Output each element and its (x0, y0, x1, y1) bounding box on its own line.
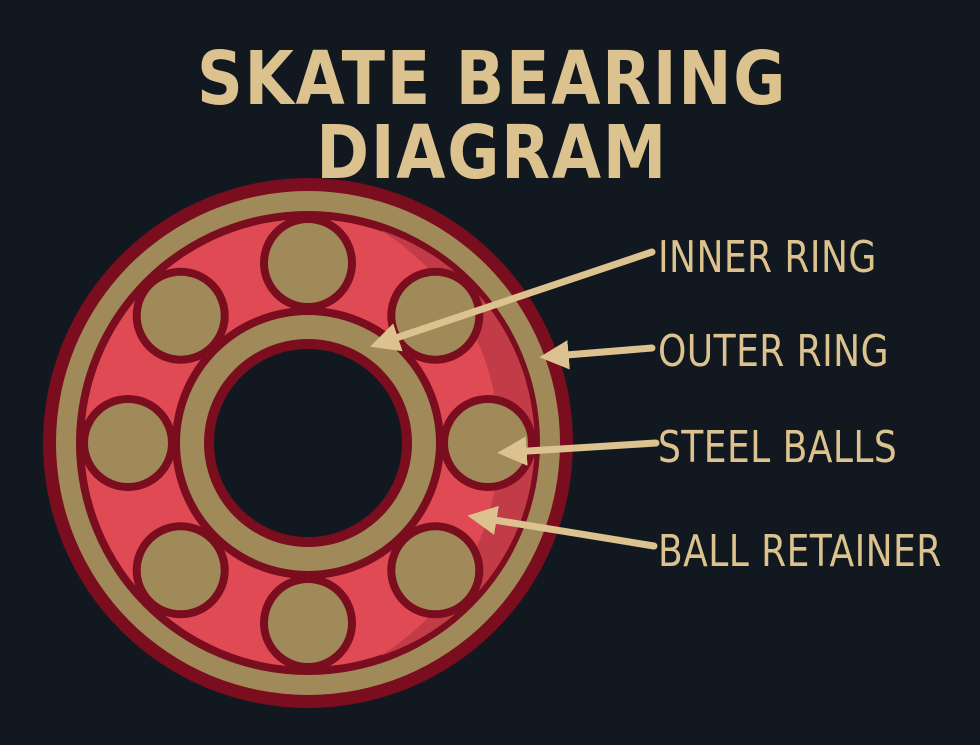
steel-ball (260, 215, 356, 311)
arrow-steel-balls (497, 436, 660, 466)
steel-ball (132, 522, 229, 619)
steel-balls (80, 215, 536, 671)
label-inner-ring: INNER RING (658, 232, 877, 283)
ball-retainer-shadow (380, 230, 535, 656)
arrow-ball-retainer (467, 505, 658, 550)
arrow-outer-ring (539, 340, 656, 370)
arrow-inner-ring (370, 248, 656, 352)
steel-ball (260, 575, 356, 671)
steel-ball (132, 267, 229, 364)
steel-ball (80, 395, 176, 491)
label-steel-balls: STEEL BALLS (658, 422, 898, 473)
label-outer-ring: OUTER RING (658, 326, 889, 377)
label-ball-retainer: BALL RETAINER (658, 526, 942, 577)
steel-ball (387, 522, 484, 619)
steel-ball (387, 267, 484, 364)
steel-ball (440, 395, 536, 491)
bore-hole (214, 349, 402, 537)
page-title: SKATE BEARING DIAGRAM (196, 36, 788, 196)
